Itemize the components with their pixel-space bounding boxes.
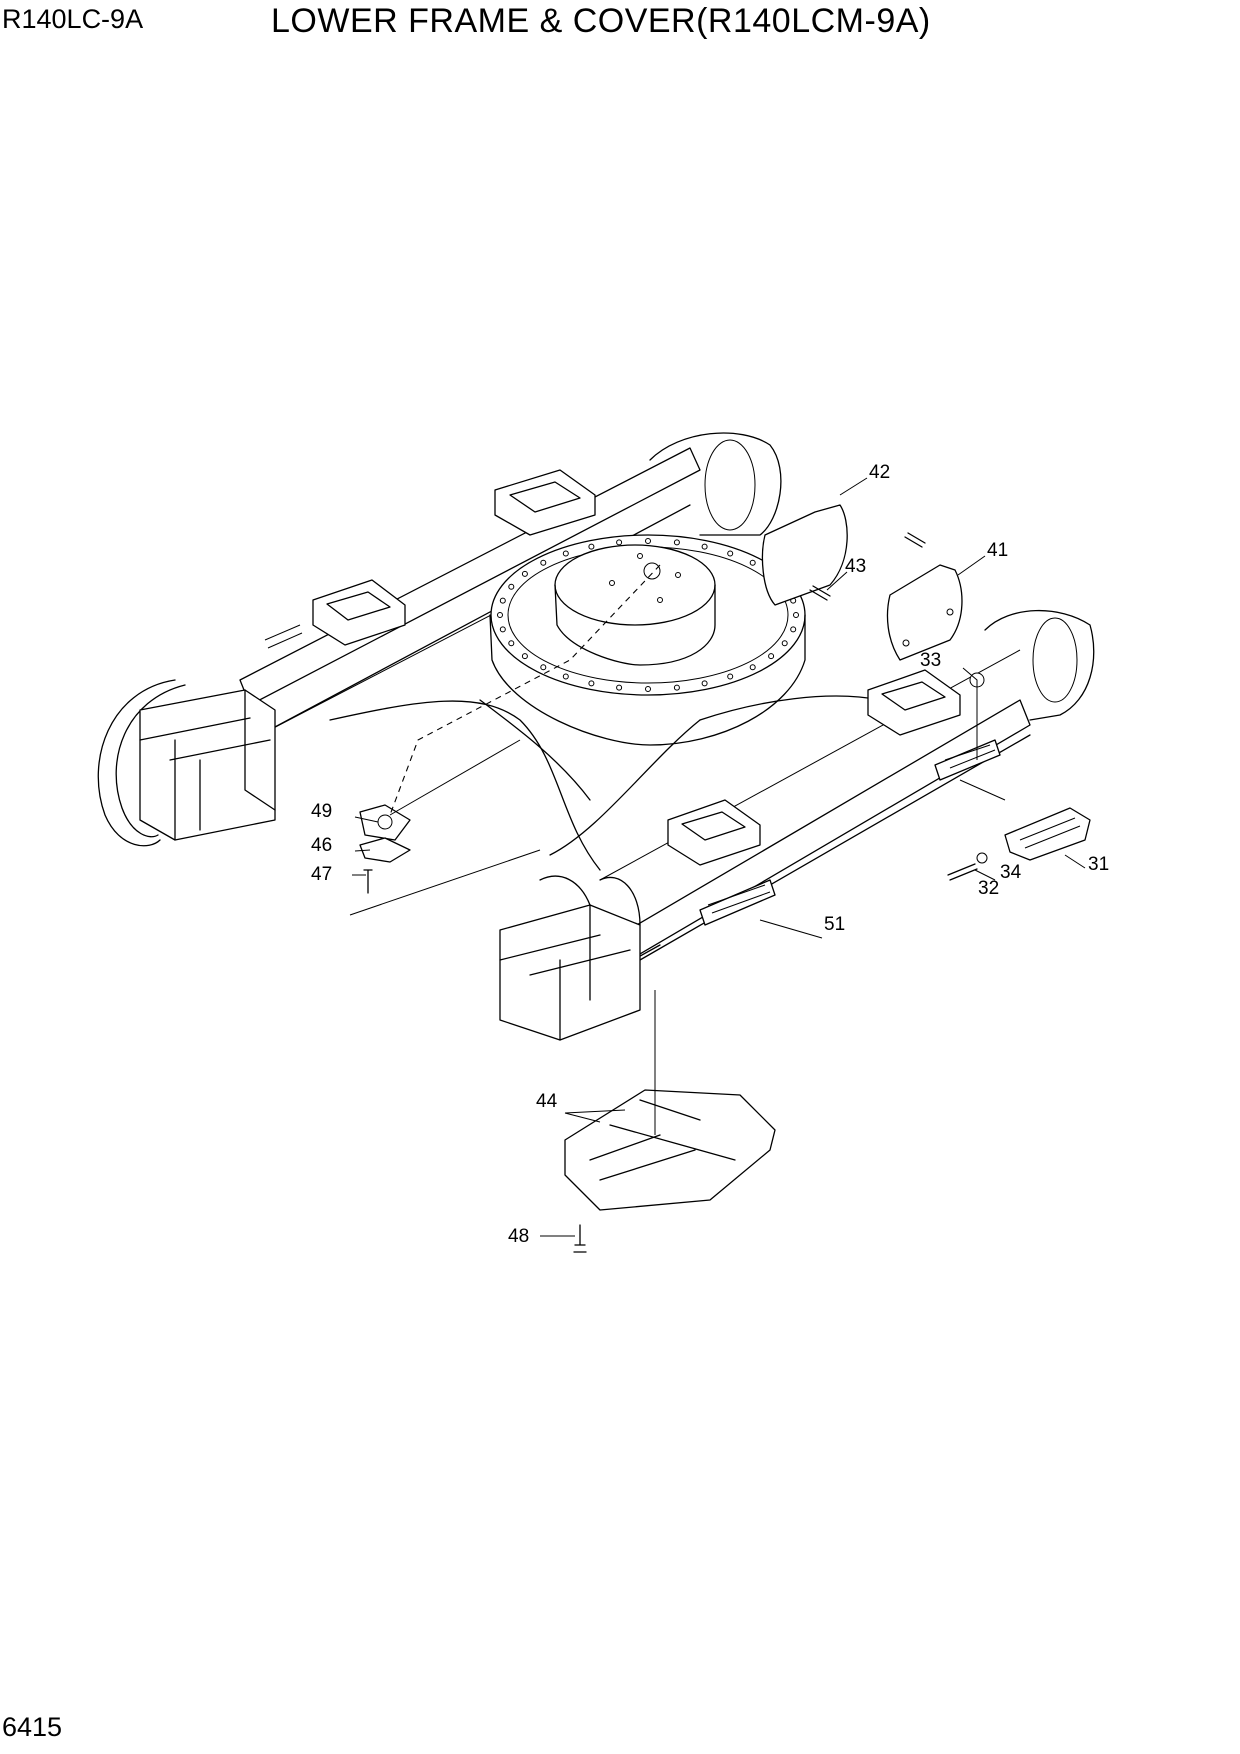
callout-33: 33 xyxy=(920,650,941,671)
bearing-bolt-hole xyxy=(616,684,623,691)
bearing-bolt-hole xyxy=(701,543,708,550)
bearing-bolt-hole xyxy=(749,559,756,566)
bearing-bolt-hole xyxy=(790,626,797,633)
bearing-bolt-hole xyxy=(588,680,595,687)
callout-34: 34 xyxy=(1000,862,1022,883)
callout-42: 42 xyxy=(869,462,890,483)
bearing-bolt-hole xyxy=(562,550,569,557)
bearing-bolt-hole xyxy=(673,684,680,691)
bearing-bolt-hole xyxy=(508,640,515,647)
bearing-bolt-hole xyxy=(749,664,756,671)
bearing-bolt-hole xyxy=(499,597,506,604)
leader-lines xyxy=(349,477,1086,1237)
bearing-bolt-hole xyxy=(562,673,569,680)
model-label: R140LC-9A xyxy=(2,4,144,34)
roller-mount-boxes xyxy=(312,469,961,866)
bearing-bolt-hole xyxy=(727,550,734,557)
swing-bearing xyxy=(489,534,806,746)
bearing-bolt-hole xyxy=(521,653,528,660)
bearing-bolt-hole xyxy=(499,626,506,633)
bearing-bolt-hole xyxy=(701,680,708,687)
bearing-bolt-hole xyxy=(521,570,528,577)
bearing-bolt-hole xyxy=(497,612,503,618)
page-title: LOWER FRAME & COVER(R140LCM-9A) xyxy=(271,2,931,40)
bearing-bolt-hole xyxy=(645,538,651,544)
bolt-43a xyxy=(904,532,926,548)
bearing-bolt-hole xyxy=(768,653,775,660)
track-frame-end-front xyxy=(499,875,641,1041)
track-guard-31 xyxy=(1004,807,1091,861)
bearing-bolt-hole xyxy=(616,539,623,546)
callout-46: 46 xyxy=(311,835,332,856)
callout-labels: 42 41 43 33 31 34 32 51 49 46 47 44 48 xyxy=(311,462,1109,1247)
idler-left xyxy=(97,679,276,847)
callout-49: 49 xyxy=(311,801,332,822)
under-cover-44 xyxy=(564,1089,776,1211)
bolt-43b xyxy=(809,585,831,601)
bearing-bolt-hole xyxy=(588,543,595,550)
cover-41 xyxy=(886,564,963,661)
callout-41: 41 xyxy=(987,540,1008,561)
bearing-bolt-hole xyxy=(645,686,651,692)
callout-32: 32 xyxy=(978,878,999,899)
bearing-bolt-hole xyxy=(781,640,788,647)
lower-frame xyxy=(97,432,1095,1041)
shim-46 xyxy=(359,837,411,863)
sprocket-housing-rear xyxy=(649,432,1095,721)
bolt-47 xyxy=(363,869,373,894)
bearing-bolt-hole xyxy=(727,673,734,680)
page-number: 6415 xyxy=(2,1712,63,1742)
callout-51: 51 xyxy=(824,914,845,935)
bearing-bolt-hole xyxy=(540,559,547,566)
callout-44: 44 xyxy=(536,1091,558,1112)
callout-47: 47 xyxy=(311,864,332,885)
track-guards-frame xyxy=(264,624,1001,926)
callout-48: 48 xyxy=(508,1226,529,1247)
bearing-bolt-hole xyxy=(508,583,515,590)
bearing-bolt-hole xyxy=(673,539,680,546)
bearing-bolt-hole xyxy=(793,612,799,618)
bolt-48 xyxy=(573,1224,587,1253)
cover-42 xyxy=(761,504,848,606)
callout-31: 31 xyxy=(1088,854,1109,875)
bearing-bolt-hole xyxy=(540,664,547,671)
bolt-32 xyxy=(947,863,978,881)
washer-34 xyxy=(976,852,988,864)
callout-43: 43 xyxy=(845,556,866,577)
